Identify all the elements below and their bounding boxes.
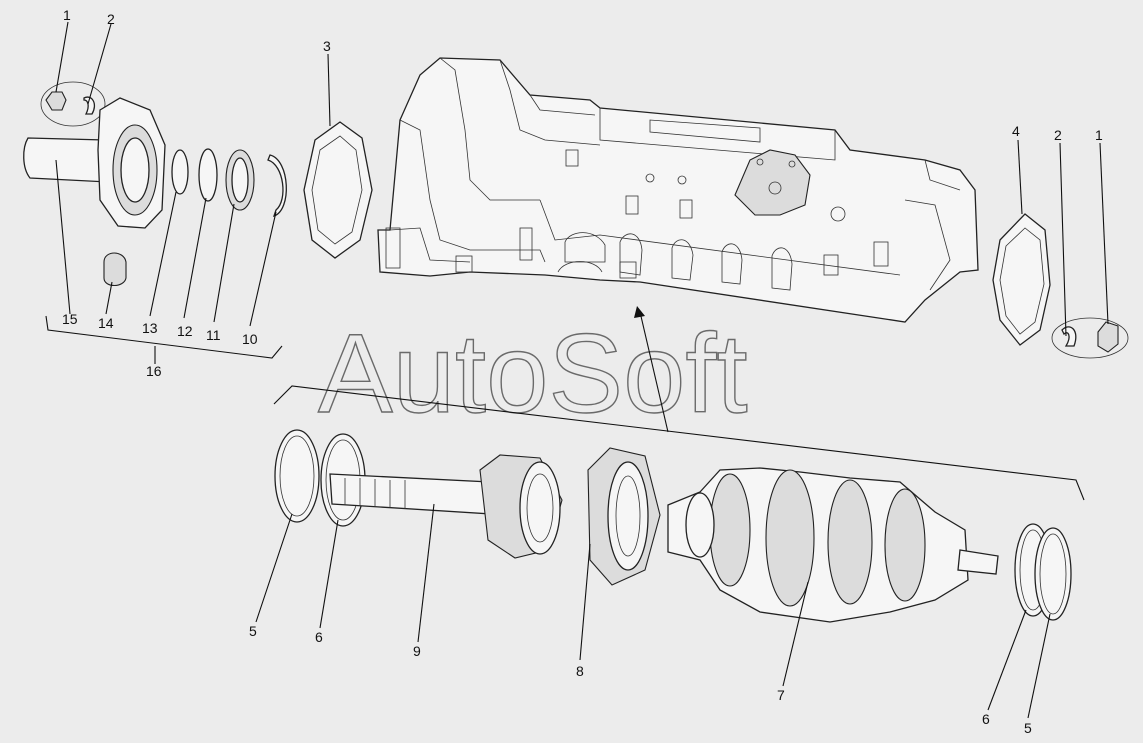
ring-part-5-right: [1034, 527, 1072, 621]
lower-group-bracket: [273, 385, 1085, 501]
group-16-bracket: [45, 315, 283, 359]
callout-8: 8: [576, 663, 584, 679]
callout-3: 3: [323, 38, 331, 54]
callout-12: 12: [177, 323, 193, 339]
snap-ring-part-10: [267, 154, 287, 218]
callout-9: 9: [413, 643, 421, 659]
callout-10: 10: [242, 331, 258, 347]
callout-13: 13: [142, 320, 158, 336]
seal-part-13: [171, 149, 189, 195]
callout-4: 4: [1012, 123, 1020, 139]
ring-part-5-left: [274, 429, 320, 523]
callout-7: 7: [777, 687, 785, 703]
callout-1-right: 1: [1095, 127, 1103, 143]
watermark: AutoSoft: [317, 310, 748, 436]
callout-1-left: 1: [63, 7, 71, 23]
callout-2-right: 2: [1054, 127, 1062, 143]
detail-oval-left: [40, 81, 106, 127]
ring-part-12: [198, 148, 218, 202]
gasket-part-3: [303, 121, 373, 259]
shaft-part-15: [23, 137, 109, 183]
callout-15: 15: [62, 311, 78, 327]
callout-6-right: 6: [982, 711, 990, 727]
nut-part-14: [103, 252, 127, 287]
callout-5-left: 5: [249, 623, 257, 639]
gasket-part-4: [992, 213, 1051, 346]
callout-14: 14: [98, 315, 114, 331]
nut-part-1-right: [1097, 321, 1119, 353]
callout-5-right: 5: [1024, 720, 1032, 736]
callout-2-left: 2: [107, 11, 115, 27]
input-assembly: [23, 81, 373, 287]
gearbox-housing: [377, 57, 979, 323]
nut-part-1: [45, 91, 67, 111]
watermark-text: AutoSoft: [318, 311, 748, 436]
washer-part-2-right: [1061, 326, 1077, 347]
detail-oval-right: [1051, 317, 1129, 359]
right-cover-assembly: [992, 213, 1129, 359]
washer-part-2: [83, 96, 96, 115]
callout-11: 11: [206, 327, 221, 343]
lower-shaft-assembly: [274, 429, 1072, 623]
callout-16: 16: [146, 363, 162, 379]
assembly-arrow: [634, 306, 669, 433]
leader-lines: [55, 21, 1109, 719]
callout-labels: 1 2 15 14 13 12 11 10 16 3 4 2 1 5 6 9 8…: [62, 7, 1103, 736]
callout-6-left: 6: [315, 629, 323, 645]
